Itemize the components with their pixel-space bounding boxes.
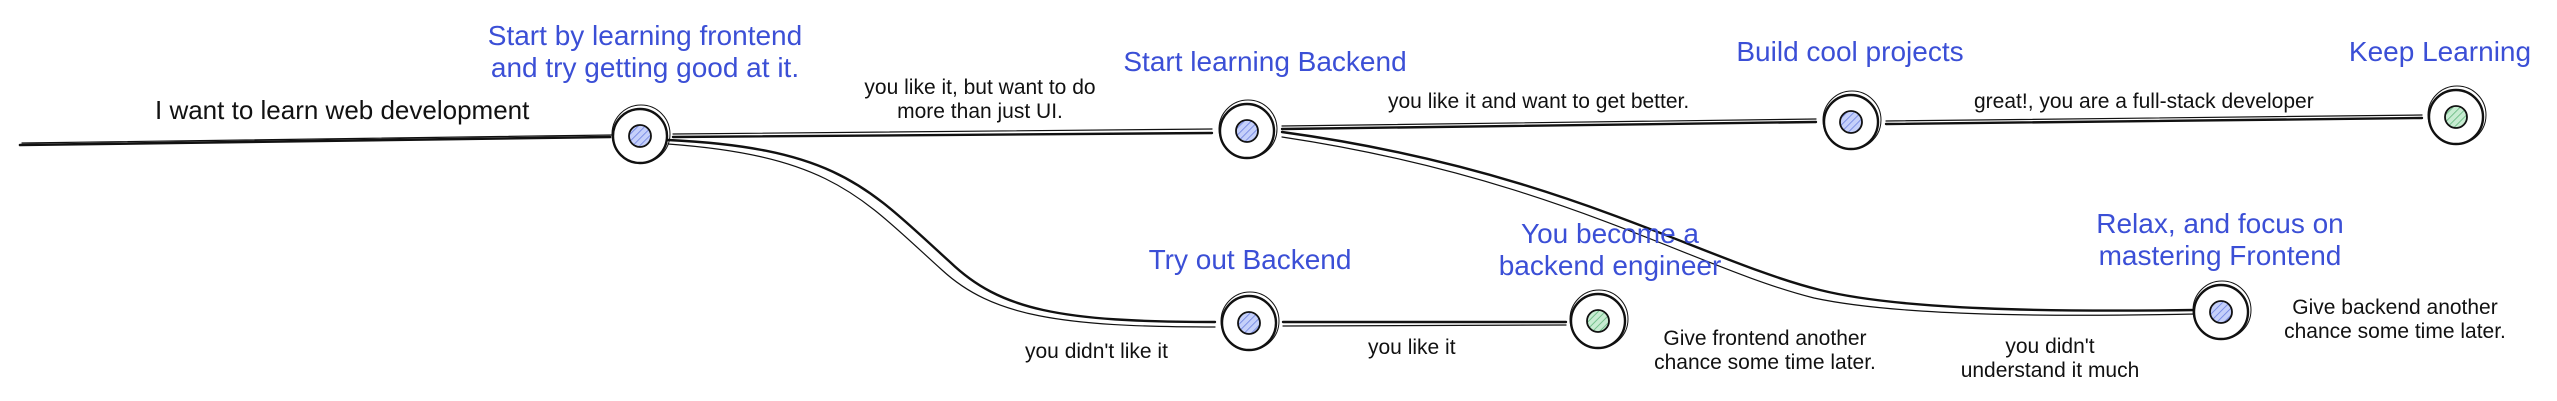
- edge-frontend-backend-label: you like it, but want to do more than ju…: [820, 76, 1140, 124]
- note-relax: Give backend another chance some time la…: [2260, 296, 2530, 344]
- note-engineer-line2: chance some time later.: [1654, 351, 1876, 375]
- edge-start-to-frontend: [18, 134, 613, 147]
- node-relax-title-line2: mastering Frontend: [2098, 240, 2342, 272]
- node-keep-learning: [2427, 85, 2487, 146]
- node-tryout-backend: [1220, 291, 1280, 352]
- edge-frontend-tryout-label: you didn't like it: [1025, 340, 1168, 363]
- edge-tryout-to-engineer: [1281, 320, 1568, 327]
- edge-backend-projects-label: you like it and want to get better.: [1388, 90, 1690, 113]
- edge-tryout-engineer-label: you like it: [1368, 336, 1456, 359]
- start-label: I want to learn web development: [155, 95, 530, 125]
- node-frontend-title-line1: Start by learning frontend: [487, 20, 803, 51]
- node-frontend-title: Start by learning frontend and try getti…: [460, 20, 830, 84]
- note-relax-line2: chance some time later.: [2284, 320, 2506, 344]
- edge-frontend-to-tryout: [666, 138, 1217, 328]
- note-engineer: Give frontend another chance some time l…: [1630, 327, 1900, 375]
- edge-projects-keep-label: great!, you are a full-stack developer: [1974, 90, 2314, 113]
- edge-frontend-to-backend: [671, 128, 1214, 139]
- edge-frontend-backend-label-line1: you like it, but want to do: [864, 76, 1096, 99]
- node-frontend-title-line2: and try getting good at it.: [490, 52, 800, 84]
- node-backend: [1218, 99, 1278, 160]
- node-frontend: [611, 104, 671, 165]
- note-relax-line1: Give backend another: [2292, 296, 2498, 319]
- node-tryout-title: Try out Backend: [1148, 244, 1352, 275]
- node-relax-frontend: [2192, 280, 2252, 341]
- edge-projects-to-keep: [1884, 114, 2424, 126]
- node-projects-title: Build cool projects: [1736, 36, 1964, 67]
- node-keep-title: Keep Learning: [2348, 36, 2532, 67]
- node-engineer-title-line2: backend engineer: [1498, 250, 1722, 282]
- node-relax-title: Relax, and focus on mastering Frontend: [2060, 208, 2380, 272]
- edge-backend-to-relax: [1280, 130, 2197, 316]
- edge-frontend-backend-label-line2: more than just UI.: [897, 100, 1063, 124]
- node-engineer-title-line1: You become a: [1521, 218, 1699, 249]
- edge-backend-relax-label-line2: understand it much: [1960, 359, 2140, 383]
- node-relax-title-line1: Relax, and focus on: [2096, 208, 2344, 239]
- note-engineer-line1: Give frontend another: [1663, 327, 1867, 350]
- node-engineer-title: You become a backend engineer: [1460, 218, 1760, 282]
- node-projects: [1822, 90, 1882, 151]
- edge-backend-relax-label: you didn't understand it much: [1930, 335, 2170, 383]
- edge-backend-relax-label-line1: you didn't: [2005, 335, 2095, 358]
- edge-backend-to-projects: [1280, 118, 1818, 131]
- node-backend-engineer: [1569, 289, 1629, 350]
- node-backend-title: Start learning Backend: [1123, 46, 1407, 77]
